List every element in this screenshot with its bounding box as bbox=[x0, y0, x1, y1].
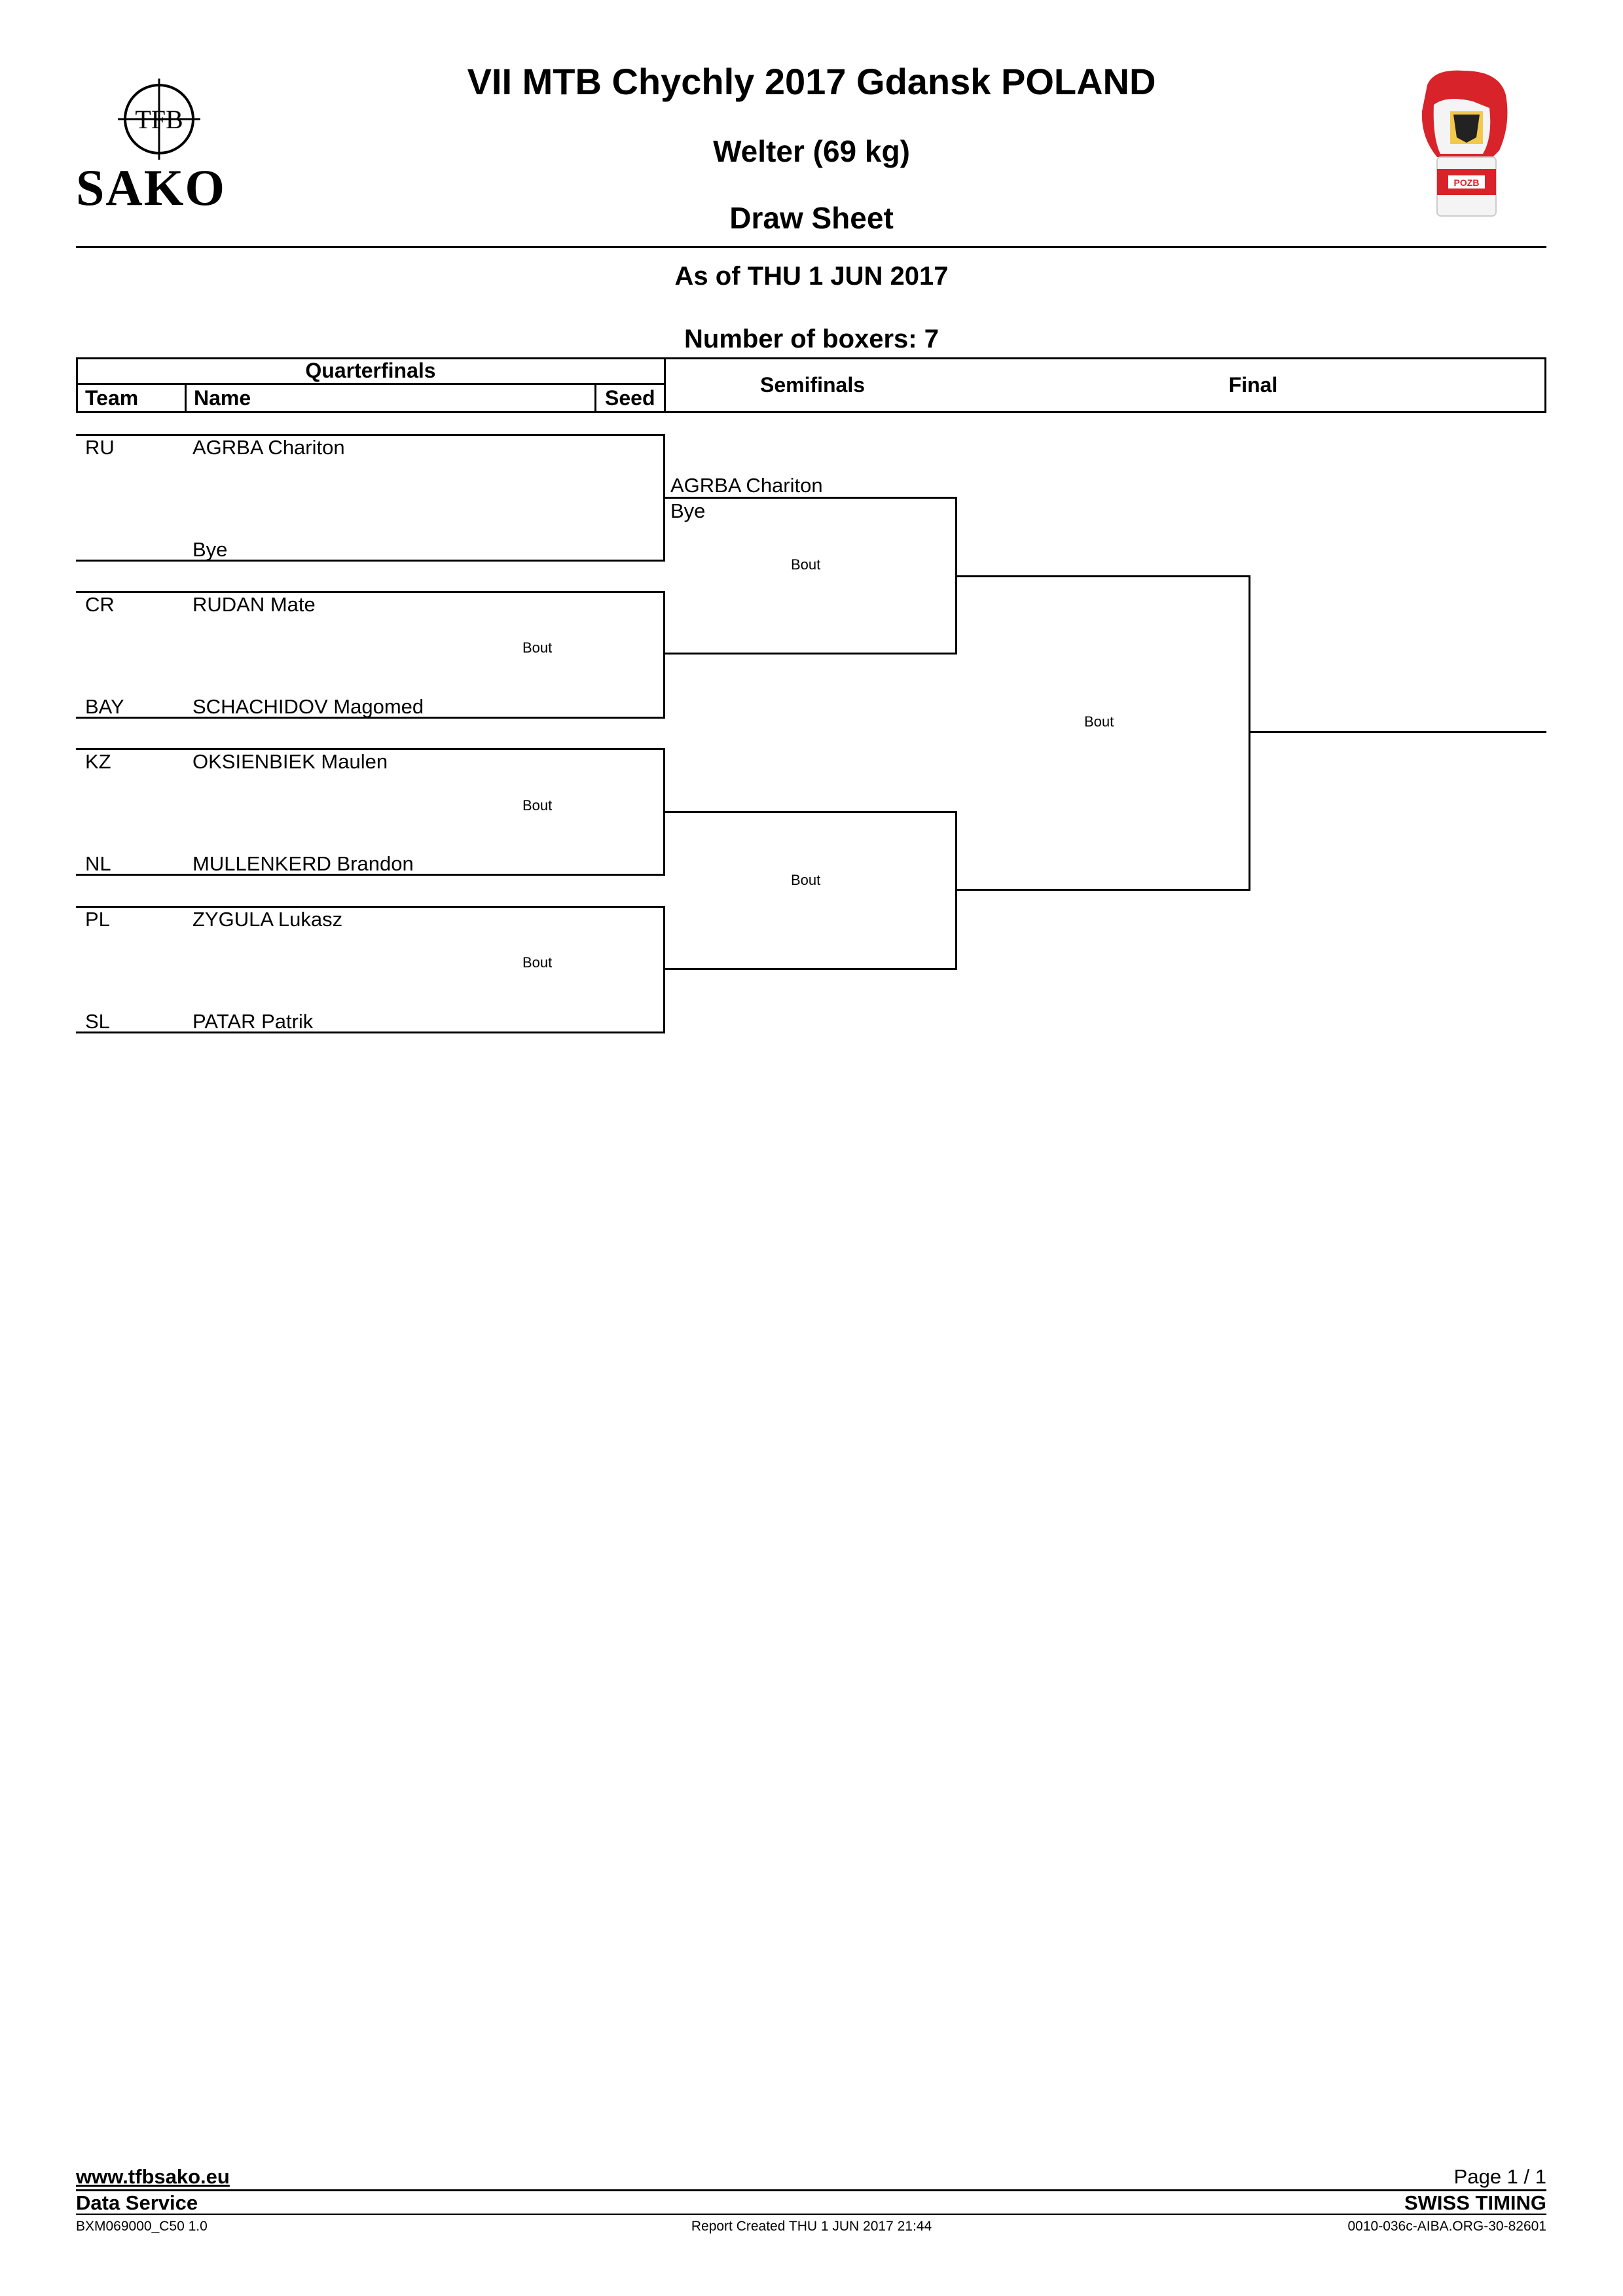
team-code: KZ bbox=[85, 750, 111, 773]
bout-label: Bout bbox=[791, 872, 821, 888]
boxer-name: RUDAN Mate bbox=[192, 593, 316, 616]
as-of-date: As of THU 1 JUN 2017 bbox=[674, 262, 949, 291]
report-created: Report Created THU 1 JUN 2017 21:44 bbox=[691, 2219, 932, 2234]
footer-divider bbox=[76, 2189, 1546, 2191]
bout-label: Bout bbox=[1084, 713, 1114, 730]
footer-divider-2 bbox=[76, 2214, 1546, 2215]
seed-header: Seed bbox=[605, 386, 655, 410]
quarterfinals-header: Quarterfinals bbox=[305, 359, 436, 382]
team-code: NL bbox=[85, 852, 111, 875]
team-code: RU bbox=[85, 436, 115, 459]
bout-label: Bout bbox=[522, 954, 553, 971]
team-code: CR bbox=[85, 593, 115, 616]
sheet-title: Draw Sheet bbox=[729, 201, 894, 235]
event-title: VII MTB Chychly 2017 Gdansk POLAND bbox=[467, 61, 1156, 102]
team-code: BAY bbox=[85, 695, 124, 718]
swiss-timing-label: SWISS TIMING bbox=[1404, 2191, 1546, 2214]
semifinal-winner-name: AGRBA Chariton bbox=[670, 474, 823, 497]
reference-code: 0010-036c-AIBA.ORG-30-82601 bbox=[1347, 2219, 1546, 2234]
document-code: BXM069000_C50 1.0 bbox=[76, 2219, 208, 2234]
bye-note: Bye bbox=[670, 499, 706, 522]
boxer-name: PATAR Patrik bbox=[192, 1010, 314, 1033]
weight-class: Welter (69 kg) bbox=[713, 134, 910, 168]
glove-label: POZB bbox=[1454, 177, 1480, 188]
boxer-name: MULLENKERD Brandon bbox=[192, 852, 414, 875]
team-code: PL bbox=[85, 908, 110, 931]
website-link[interactable]: www.tfbsako.eu bbox=[76, 2165, 230, 2188]
bout-label: Bout bbox=[791, 556, 821, 573]
tfb-emblem-icon: TFB bbox=[118, 79, 200, 160]
number-of-boxers: Number of boxers: 7 bbox=[684, 325, 939, 353]
bout-label: Bout bbox=[522, 639, 553, 656]
boxer-name: Bye bbox=[192, 538, 228, 561]
tfb-emblem-text: TFB bbox=[135, 105, 183, 134]
name-header: Name bbox=[194, 386, 251, 410]
team-code: SL bbox=[85, 1010, 110, 1033]
sako-wordmark: SAKO bbox=[76, 159, 227, 216]
team-header: Team bbox=[85, 386, 139, 410]
boxer-name: ZYGULA Lukasz bbox=[192, 908, 343, 931]
semifinals-header: Semifinals bbox=[759, 373, 866, 397]
boxer-name: OKSIENBIEK Maulen bbox=[192, 750, 388, 773]
boxer-name: SCHACHIDOV Magomed bbox=[192, 695, 424, 718]
header-divider bbox=[76, 246, 1546, 248]
boxer-name: AGRBA Chariton bbox=[192, 436, 345, 459]
data-service-label: Data Service bbox=[76, 2191, 198, 2214]
final-header: Final bbox=[1228, 373, 1278, 397]
page-number: Page 1 / 1 bbox=[1453, 2165, 1546, 2188]
bout-label: Bout bbox=[522, 797, 553, 814]
boxing-glove-logo-icon: POZB bbox=[1421, 70, 1508, 217]
sako-logo: TFB SAKO bbox=[76, 79, 240, 216]
